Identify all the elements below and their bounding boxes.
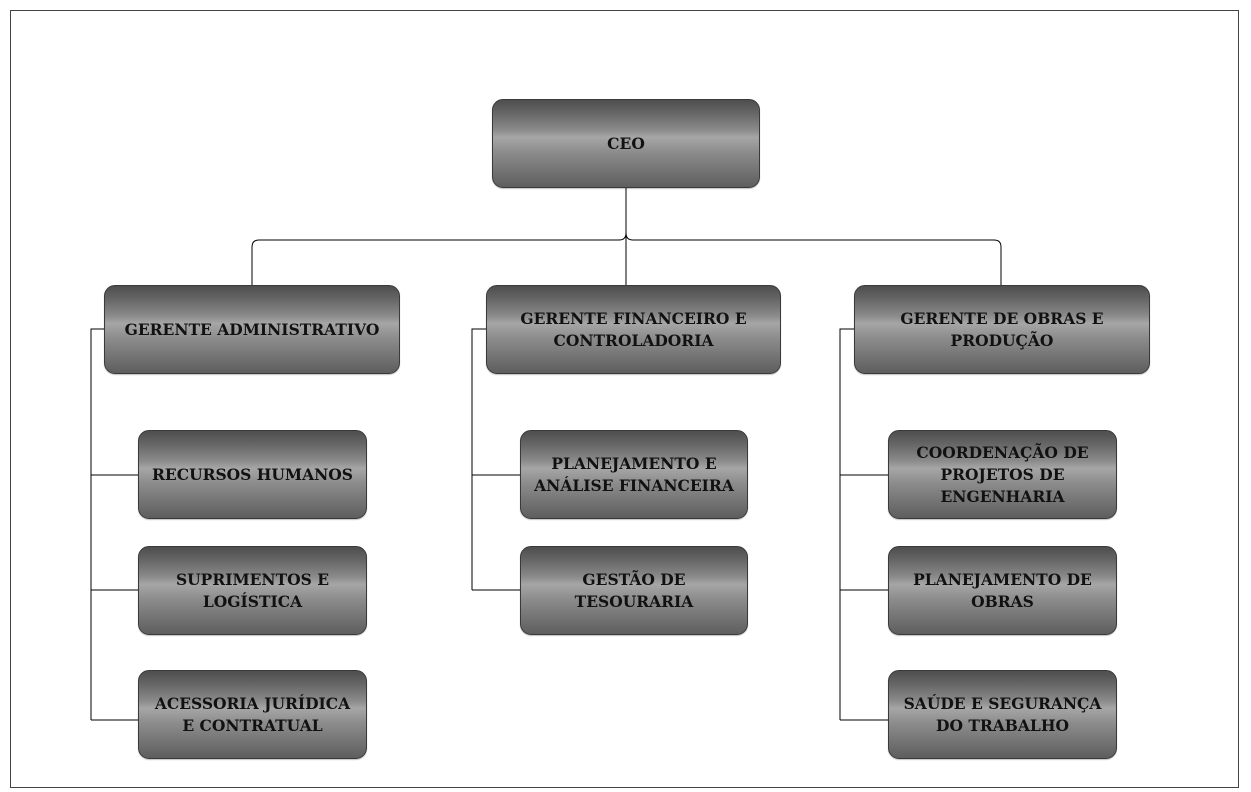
- node-dept-juridica-label: ACESSORIA JURÍDICA E CONTRATUAL: [154, 693, 351, 735]
- node-dept-recursos-humanos: RECURSOS HUMANOS: [138, 430, 367, 519]
- node-dept-tesouraria-label: GESTÃO DE TESOURARIA: [574, 569, 694, 611]
- node-dept-suprimentos: SUPRIMENTOS E LOGÍSTICA: [138, 546, 367, 635]
- node-manager-admin-label: GERENTE ADMINISTRATIVO: [124, 319, 380, 339]
- node-dept-juridica: ACESSORIA JURÍDICA E CONTRATUAL: [138, 670, 367, 759]
- node-dept-coordenacao-projetos-label: COORDENAÇÃO DE PROJETOS DE ENGENHARIA: [916, 442, 1089, 506]
- node-manager-works-label: GERENTE DE OBRAS E PRODUÇÃO: [900, 308, 1104, 350]
- node-dept-tesouraria: GESTÃO DE TESOURARIA: [520, 546, 748, 635]
- connector-finance-spine: [471, 328, 486, 590]
- node-ceo-label: CEO: [607, 133, 645, 153]
- connector-ceo-to-admin: [251, 232, 627, 285]
- diagram-frame: [10, 10, 1239, 788]
- node-manager-finance: GERENTE FINANCEIRO E CONTROLADORIA: [486, 285, 781, 374]
- node-manager-works: GERENTE DE OBRAS E PRODUÇÃO: [854, 285, 1150, 374]
- node-manager-admin: GERENTE ADMINISTRATIVO: [104, 285, 400, 374]
- node-dept-planejamento-obras: PLANEJAMENTO DE OBRAS: [888, 546, 1117, 635]
- node-dept-planejamento-financeiro: PLANEJAMENTO E ANÁLISE FINANCEIRA: [520, 430, 748, 519]
- node-dept-planejamento-obras-label: PLANEJAMENTO DE OBRAS: [913, 569, 1092, 611]
- node-dept-planejamento-financeiro-label: PLANEJAMENTO E ANÁLISE FINANCEIRA: [534, 453, 734, 495]
- node-dept-suprimentos-label: SUPRIMENTOS E LOGÍSTICA: [175, 569, 330, 611]
- connector-ceo-to-works: [625, 232, 1002, 285]
- connector-works-spine: [839, 328, 854, 720]
- node-dept-recursos-humanos-label: RECURSOS HUMANOS: [152, 464, 353, 484]
- connector-admin-spine: [90, 328, 104, 720]
- node-dept-saude-seguranca: SAÚDE E SEGURANÇA DO TRABALHO: [888, 670, 1117, 759]
- node-ceo: CEO: [492, 99, 760, 188]
- node-dept-coordenacao-projetos: COORDENAÇÃO DE PROJETOS DE ENGENHARIA: [888, 430, 1117, 519]
- node-dept-saude-seguranca-label: SAÚDE E SEGURANÇA DO TRABALHO: [903, 693, 1102, 735]
- node-manager-finance-label: GERENTE FINANCEIRO E CONTROLADORIA: [520, 308, 747, 350]
